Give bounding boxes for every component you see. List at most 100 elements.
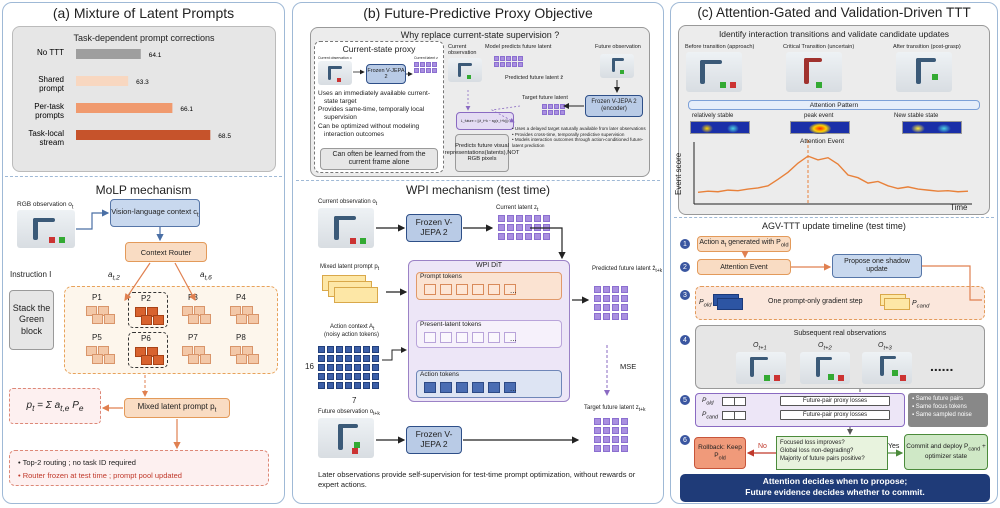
formula-box: pt = Σ at,e Pe (9, 388, 101, 424)
p-old-label: Pold (699, 299, 712, 309)
critical-label: Critical Transition (uncertain) (783, 44, 855, 50)
prompt-cube (200, 354, 211, 364)
prompt-label: P2 (141, 294, 151, 303)
panel-a-title: (a) Mixture of Latent Prompts (52, 5, 235, 21)
heatmap-new-stable (902, 121, 962, 134)
token-cell (621, 427, 628, 434)
token-cell (612, 313, 619, 320)
timeline-title: AGV-TTT update timeline (test time) (762, 221, 906, 231)
panel-b-separator (296, 180, 660, 181)
routing-weight-left: at,2 (108, 270, 120, 282)
proxy-current-obs: Current observation o (318, 56, 352, 60)
loss-p-old: Pold (702, 397, 714, 407)
token-cell (594, 286, 601, 293)
token-cell (603, 313, 610, 320)
routing-notes (9, 450, 269, 486)
token-cell (594, 427, 601, 434)
token-cell (372, 382, 379, 389)
token-cell (603, 436, 610, 443)
token-cell (363, 382, 370, 389)
prompt-cube (98, 346, 109, 356)
token-cell (603, 418, 610, 425)
wpi-frozen-top: Frozen V-JEPA 2 (406, 214, 462, 242)
prompt-cube (230, 306, 241, 316)
obs-3-label: Ot+3 (878, 342, 892, 352)
token-cell (318, 373, 325, 380)
token-ellipsis: ... (510, 334, 517, 343)
step-5-num: 5 (680, 395, 690, 405)
wpi-frozen-bottom: Frozen V-JEPA 2 (406, 426, 462, 454)
token-cell (456, 284, 468, 295)
token-cell (472, 382, 484, 393)
prompt-p8: P8 (224, 332, 264, 368)
p-cand-stack (880, 294, 914, 314)
p-cand-label: Pcand (912, 300, 930, 310)
bar-value-label: 63.3 (136, 79, 149, 86)
robot-image-obs-1 (736, 352, 786, 384)
attention-event-box: Attention Event (697, 259, 791, 275)
prompt-label: P6 (141, 334, 151, 343)
fp-loss-1: Future-pair proxy losses (780, 396, 890, 406)
token-cell (498, 224, 505, 231)
token-cell (612, 445, 619, 452)
fp-bullets: • Uses a delayed target naturally availa… (512, 126, 647, 149)
mse-label: MSE (620, 362, 637, 371)
token-cell (336, 382, 343, 389)
panel-c-title: (c) Attention-Gated and Validation-Drive… (697, 5, 971, 20)
step-1-box: Action at generated with Pold (697, 236, 791, 252)
prompt-label: P8 (236, 333, 246, 342)
prompt-cube (200, 314, 211, 324)
token-cell (345, 355, 352, 362)
token-cell (534, 233, 541, 240)
robot-image-critical (786, 52, 842, 92)
prompt-cube (86, 346, 97, 356)
token-cell (494, 56, 499, 61)
same-2: ▪ Same focus tokens (912, 404, 967, 411)
robot-image-wpi-current (318, 208, 374, 248)
token-cell (363, 373, 370, 380)
prompt-cube (236, 314, 247, 324)
token-cell (534, 215, 541, 222)
same-1: ▪ Same future pairs (912, 396, 964, 402)
token-cell (354, 364, 361, 371)
future-obs-label: Future observation ot+k (318, 409, 380, 418)
fp-predicts-visual: Predicts future visual representations(l… (445, 134, 519, 172)
prompt-cube (248, 354, 259, 364)
wpi-current-obs-label: Current observation ot (318, 199, 378, 208)
token-cell (506, 56, 511, 61)
token-cell (603, 427, 610, 434)
token-cell (440, 284, 452, 295)
fp-bullet-3: • Models interaction outcomes through ac… (512, 137, 644, 149)
context-router-box: Context Router (125, 242, 207, 262)
action-tokens-label: Action tokens (420, 371, 460, 378)
commit-box: Commit and deploy Pcand + optimizer stat… (904, 434, 988, 470)
event-curve (693, 140, 972, 205)
token-cell (621, 286, 628, 293)
token-cell (354, 373, 361, 380)
wpi-current-latent-label: Current latent zt (496, 205, 539, 214)
after-label: After transition (post-grasp) (893, 44, 961, 50)
fp-target-label: Target future latent (522, 95, 568, 101)
robot-image-fp-future (600, 54, 634, 78)
token-cell (414, 62, 419, 67)
token-cell (318, 355, 325, 362)
token-cell (621, 304, 628, 311)
fp-future-obs: Future observation (595, 44, 641, 50)
token-cell (612, 418, 619, 425)
prompt-cube (92, 314, 103, 324)
token-cell (603, 286, 610, 293)
token-cell (507, 224, 514, 231)
prompt-label: P4 (236, 293, 246, 302)
token-cell (554, 104, 559, 109)
bar (76, 76, 129, 86)
prompt-cube (230, 346, 241, 356)
rgb-observation-label: RGB observation ot (17, 201, 74, 211)
robot-image-a (17, 210, 75, 248)
instruction-label: Instruction I (10, 270, 52, 279)
token-cell (363, 364, 370, 371)
wpi-title: WPI mechanism (test time) (405, 183, 551, 197)
token-cell (327, 355, 334, 362)
proxy-frozen-box: Frozen V-JEPA 2 (366, 64, 406, 84)
